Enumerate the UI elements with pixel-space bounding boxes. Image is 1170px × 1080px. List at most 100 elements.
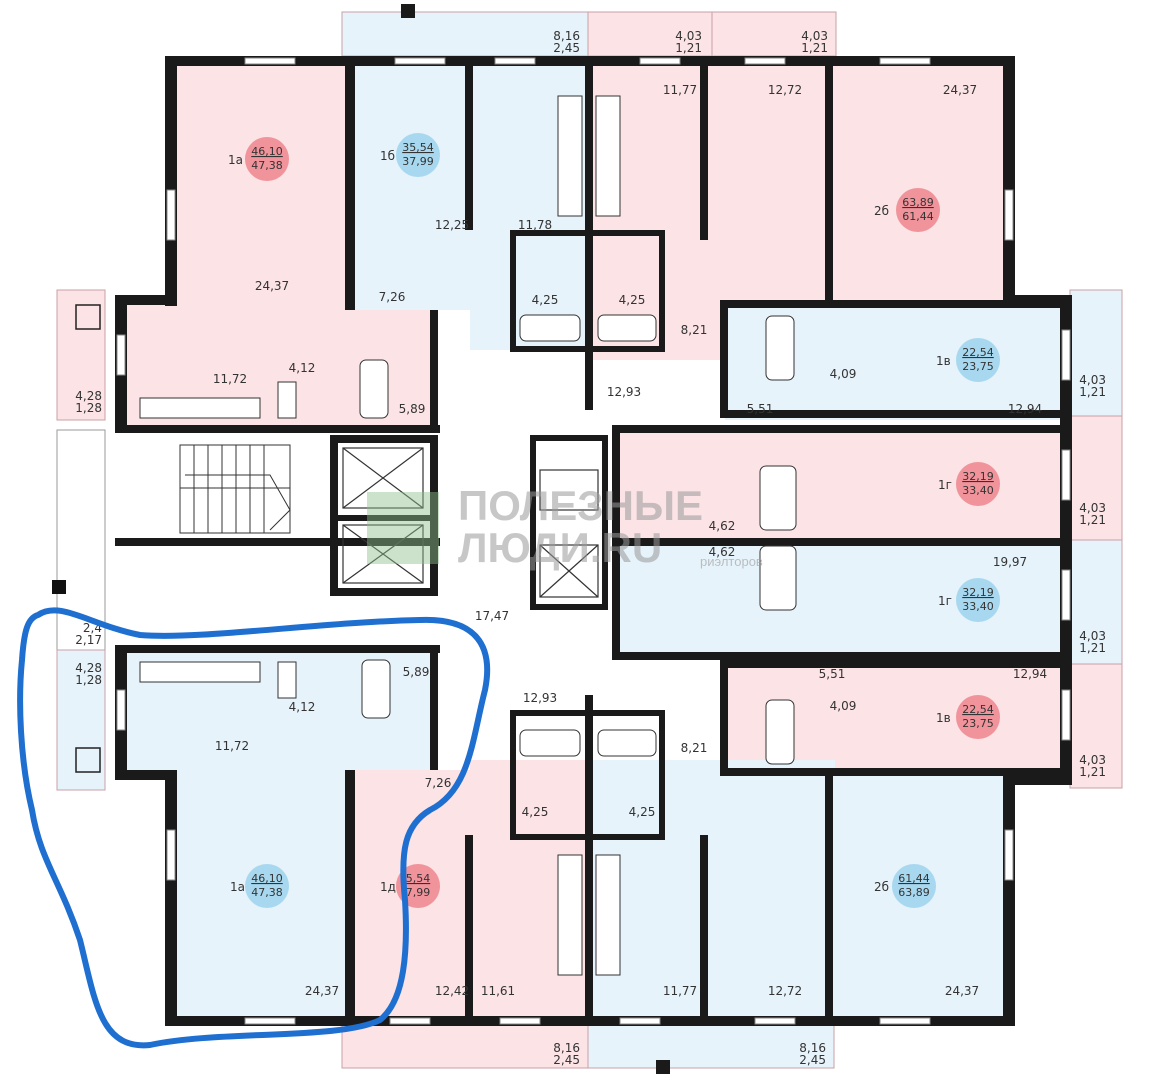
unit-area-living: 46,10 <box>251 872 283 885</box>
unit-code: 1а <box>230 880 245 894</box>
balcony <box>1069 415 1123 541</box>
unit-area-living: 22,54 <box>962 703 994 716</box>
room-area: 11,72 <box>215 739 249 753</box>
balcony-coef: 1,28 <box>75 673 102 687</box>
unit-area-total: 37,99 <box>402 155 434 168</box>
room-area: 4,09 <box>830 367 857 381</box>
unit-area-total: 63,89 <box>898 886 930 899</box>
unit-area-total: 23,75 <box>962 717 994 730</box>
room-area: 11,61 <box>481 984 515 998</box>
balcony-area: 8,16 <box>553 1041 580 1055</box>
unit-area-living: 35,54 <box>402 141 434 154</box>
balcony-coef: 2,45 <box>553 1053 580 1067</box>
balcony-area: 4,03 <box>1079 501 1106 515</box>
badge-circle <box>956 578 1000 622</box>
badge-circle <box>896 188 940 232</box>
unit-code: 2б <box>874 204 889 218</box>
room-area: 11,77 <box>663 984 697 998</box>
balcony <box>341 1023 589 1069</box>
unit-area-total: 47,38 <box>251 886 283 899</box>
room-area: 4,62 <box>709 519 736 533</box>
room-area: 5,89 <box>403 665 430 679</box>
room-area: 12,93 <box>607 385 641 399</box>
unit-code: 1г <box>938 594 952 608</box>
apartment-badge: 2б 63,89 61,44 <box>874 188 940 232</box>
unit-area-total: 33,40 <box>962 600 994 613</box>
unit-code: 1д <box>380 880 396 894</box>
watermark-line2: ЛЮДИ.RU <box>458 524 662 571</box>
balcony-coef: 1,21 <box>675 41 702 55</box>
unit-area-living: 61,44 <box>898 872 930 885</box>
unit-area-total: 7,99 <box>406 886 431 899</box>
room-area: 4,25 <box>629 805 656 819</box>
room-area: 12,94 <box>1008 402 1042 416</box>
room-area: 12,72 <box>768 984 802 998</box>
balcony <box>1069 289 1123 417</box>
unit-area-total: 23,75 <box>962 360 994 373</box>
balcony-coef: 1,21 <box>1079 385 1106 399</box>
apartment-badges: 1а 46,10 47,38 1б 35,54 37,99 2б 63,89 6… <box>228 133 1000 908</box>
badge-circle <box>956 695 1000 739</box>
balcony-coef: 2,17 <box>75 633 102 647</box>
windows <box>116 57 1071 1025</box>
balcony-coef: 2,45 <box>553 41 580 55</box>
unit-area-living: 46,10 <box>251 145 283 158</box>
room-area: 4,62 <box>709 545 736 559</box>
balcony-coef: 1,21 <box>1079 765 1106 779</box>
highlight-outline <box>17 607 491 1049</box>
room-area: 12,94 <box>1013 667 1047 681</box>
apartment-badge: 1б 35,54 37,99 <box>380 133 440 177</box>
balcony <box>587 11 713 57</box>
badge-circle <box>956 338 1000 382</box>
unit-area-living: 63,89 <box>902 196 934 209</box>
balcony-area: 4,03 <box>1079 629 1106 643</box>
balcony-area: 8,16 <box>799 1041 826 1055</box>
unit-area-total: 33,40 <box>962 484 994 497</box>
room-area: 24,37 <box>943 83 977 97</box>
apartment-badge: 1г 32,19 33,40 <box>938 578 1000 622</box>
apartment-badge: 1в 22,54 23,75 <box>936 338 1000 382</box>
room-area: 24,37 <box>255 279 289 293</box>
balcony-area: 4,03 <box>675 29 702 43</box>
unit-area-total: 47,38 <box>251 159 283 172</box>
balcony-coef: 1,21 <box>1079 513 1106 527</box>
badge-circle <box>245 137 289 181</box>
room-area: 11,72 <box>213 372 247 386</box>
room-area: 8,21 <box>681 741 708 755</box>
room-labels: 12,25 11,78 11,77 12,72 24,37 24,37 7,26… <box>213 83 1047 998</box>
apartment-badge: 2б 61,44 63,89 <box>874 864 936 908</box>
apartment-badge: 1в 22,54 23,75 <box>936 695 1000 739</box>
room-area: 11,77 <box>663 83 697 97</box>
unit-area-living: 32,19 <box>962 470 994 483</box>
balcony-coef: 1,21 <box>1079 641 1106 655</box>
balcony <box>587 1023 835 1069</box>
balcony <box>56 649 106 791</box>
room-area: 5,51 <box>747 402 774 416</box>
room-area: 4,12 <box>289 700 316 714</box>
balcony-coef: 1,28 <box>75 401 102 415</box>
badge-circle <box>396 133 440 177</box>
elevators <box>342 447 599 598</box>
unit-code: 2б <box>874 880 889 894</box>
balcony-coef: 2,45 <box>799 1053 826 1067</box>
unit-code: 1в <box>936 354 951 368</box>
balcony <box>711 11 837 57</box>
room-area: 4,25 <box>522 805 549 819</box>
unit-area-total: 61,44 <box>902 210 934 223</box>
unit-area-living: 22,54 <box>962 346 994 359</box>
watermark-line1: ПОЛЕЗНЫЕ <box>458 482 703 529</box>
unit-code: 1б <box>380 149 395 163</box>
unit-area-living: 5,54 <box>406 872 431 885</box>
walls <box>115 4 1072 1074</box>
balcony-area: 8,16 <box>553 29 580 43</box>
balcony <box>56 289 106 421</box>
balcony-area: 4,28 <box>75 661 102 675</box>
room-area: 5,89 <box>399 402 426 416</box>
balcony-area: 4,03 <box>801 29 828 43</box>
balcony-area: 4,28 <box>75 389 102 403</box>
room-area: 12,25 <box>435 218 469 232</box>
badge-circle <box>892 864 936 908</box>
room-area: 4,25 <box>532 293 559 307</box>
stairs <box>179 444 291 534</box>
